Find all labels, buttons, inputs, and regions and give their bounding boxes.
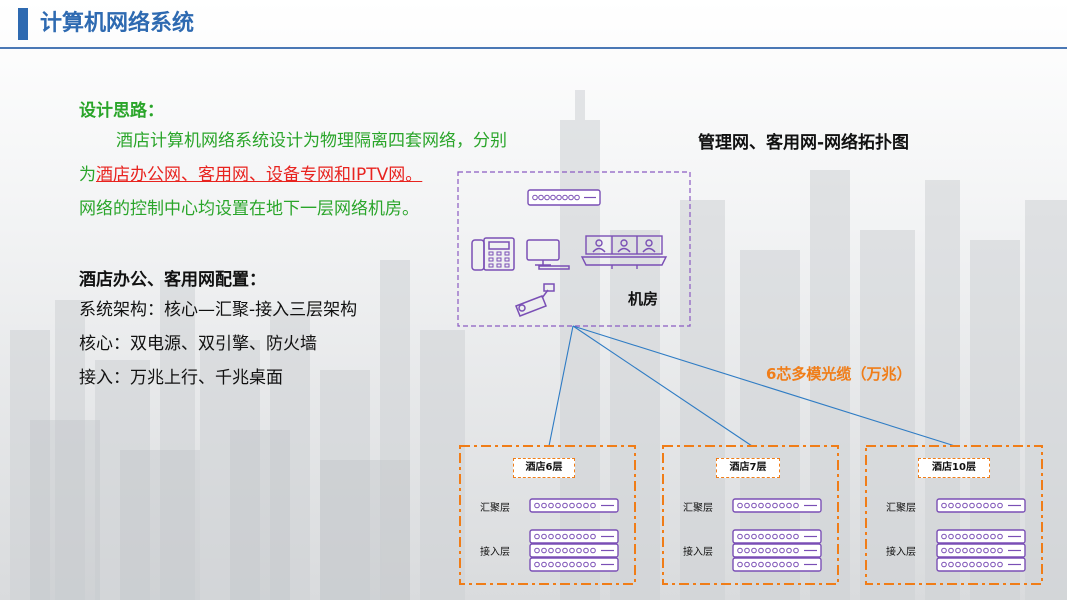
rack-switch-icon bbox=[936, 498, 1026, 572]
video-conference-icon bbox=[580, 235, 668, 269]
network-list-highlight: 酒店办公网、客用网、设备专网和IPTV网。 bbox=[96, 165, 423, 185]
floor-box-10 bbox=[865, 445, 1043, 585]
floor-tag-10: 酒店10层 bbox=[918, 458, 990, 478]
machine-room-box bbox=[457, 171, 691, 327]
page-header: 计算机网络系统 bbox=[0, 0, 1067, 50]
topology-title: 管理网、客用网-网络拓扑图 bbox=[698, 133, 910, 153]
floor-10-agg-label: 汇聚层 bbox=[886, 503, 916, 514]
switch-icon bbox=[527, 189, 601, 206]
design-line-2: 为酒店办公网、客用网、设备专网和IPTV网。 bbox=[79, 164, 422, 186]
page-title: 计算机网络系统 bbox=[40, 11, 195, 36]
rack-switch-icon bbox=[529, 498, 619, 572]
floor-tag-7: 酒店7层 bbox=[716, 458, 780, 478]
design-heading: 设计思路： bbox=[79, 101, 164, 121]
config-heading: 酒店办公、客用网配置： bbox=[79, 270, 266, 290]
floor-6-access-label: 接入层 bbox=[480, 547, 510, 558]
config-item-access: 接入：万兆上行、千兆桌面 bbox=[79, 368, 283, 388]
floor-7-access-label: 接入层 bbox=[683, 547, 713, 558]
rack-switch-icon bbox=[732, 498, 822, 572]
floor-box-7 bbox=[662, 445, 839, 585]
header-divider bbox=[0, 47, 1067, 49]
fiber-cable-label: 6芯多模光缆（万兆） bbox=[766, 365, 912, 383]
computer-icon bbox=[526, 239, 570, 270]
floor-tag-6: 酒店6层 bbox=[513, 458, 575, 478]
uplink-lines bbox=[548, 325, 956, 447]
camera-icon bbox=[515, 283, 555, 317]
phone-icon bbox=[471, 237, 515, 271]
config-item-architecture: 系统架构：核心—汇聚-接入三层架构 bbox=[79, 300, 358, 320]
design-line-3: 网络的控制中心均设置在地下一层网络机房。 bbox=[79, 199, 419, 219]
design-line-2-prefix: 为 bbox=[79, 165, 96, 185]
floor-box-6 bbox=[459, 445, 636, 585]
floor-7-agg-label: 汇聚层 bbox=[683, 503, 713, 514]
floor-6-agg-label: 汇聚层 bbox=[480, 503, 510, 514]
floor-10-access-label: 接入层 bbox=[886, 547, 916, 558]
design-line-1: 酒店计算机网络系统设计为物理隔离四套网络，分别 bbox=[116, 131, 507, 151]
config-item-core: 核心：双电源、双引擎、防火墙 bbox=[79, 334, 317, 354]
machine-room-label: 机房 bbox=[628, 290, 659, 308]
header-accent-bar bbox=[18, 8, 28, 40]
